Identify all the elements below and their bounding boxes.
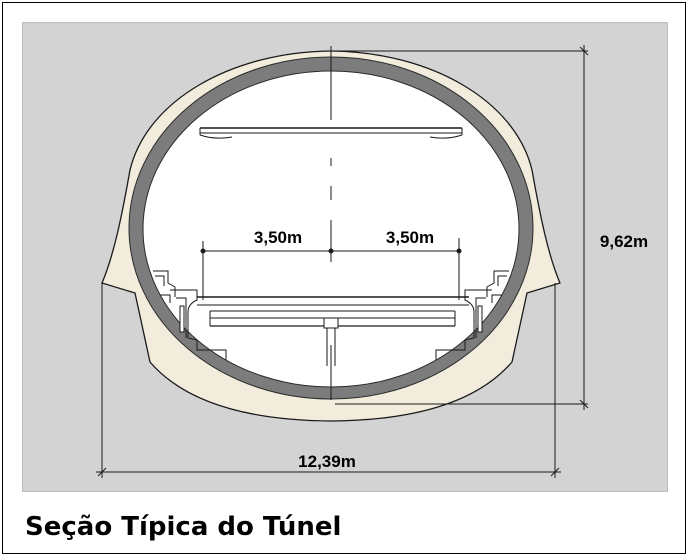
lane-left-dimension-label: 3,50m bbox=[254, 228, 302, 247]
central-support bbox=[322, 317, 340, 366]
ceiling-plate bbox=[199, 127, 463, 139]
width-dimension-line bbox=[96, 283, 561, 478]
width-dimension-label: 12,39m bbox=[298, 452, 356, 471]
height-dimension-label: 9,62m bbox=[600, 232, 648, 251]
height-dimension-line bbox=[335, 45, 589, 410]
left-sidewalk bbox=[153, 270, 227, 360]
figure-caption: Seção Típica do Túnel bbox=[25, 512, 342, 542]
lane-dimension-line bbox=[200, 238, 462, 300]
right-sidewalk bbox=[435, 270, 509, 360]
lane-right-dimension-label: 3,50m bbox=[386, 228, 434, 247]
